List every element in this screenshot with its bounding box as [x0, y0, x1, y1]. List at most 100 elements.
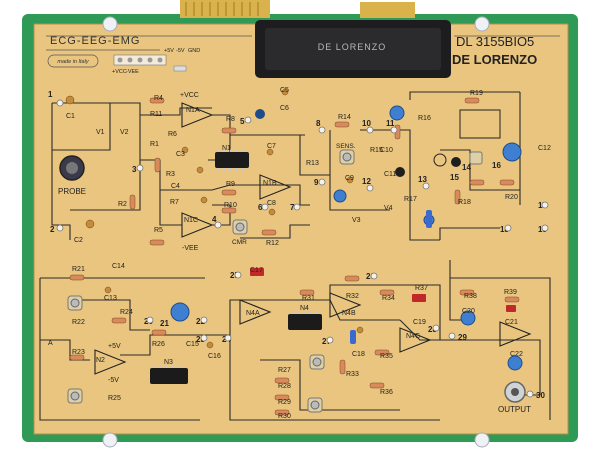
svg-text:9: 9 — [314, 178, 319, 187]
power-header: +VCC -VEE +5V -5V GND — [112, 48, 200, 75]
svg-text:C20: C20 — [462, 308, 475, 315]
blue-diodes — [350, 210, 432, 344]
svg-text:6: 6 — [258, 203, 263, 212]
svg-text:R18: R18 — [458, 199, 471, 206]
svg-text:R7: R7 — [170, 199, 179, 206]
svg-text:11: 11 — [386, 119, 395, 128]
connector-brand: DE LORENZO — [318, 42, 387, 52]
svg-text:GND: GND — [188, 48, 200, 54]
svg-text:R38: R38 — [464, 293, 477, 300]
svg-text:R23: R23 — [72, 349, 85, 356]
svg-text:R4: R4 — [154, 95, 163, 102]
ceramic-capacitors — [65, 88, 364, 349]
svg-text:V4: V4 — [384, 205, 393, 212]
ic-chips — [150, 152, 322, 384]
probe-socket[interactable] — [59, 155, 85, 181]
svg-text:C3: C3 — [176, 151, 185, 158]
svg-text:R8: R8 — [226, 116, 235, 123]
mount-stud — [102, 16, 118, 32]
svg-text:C18: C18 — [352, 351, 365, 358]
svg-text:C9: C9 — [345, 175, 354, 182]
svg-text:18: 18 — [500, 225, 509, 234]
model-number: DL 3155BIO5 — [456, 34, 534, 49]
svg-text:V2: V2 — [120, 129, 129, 136]
output-connector[interactable] — [504, 381, 526, 403]
svg-text:15: 15 — [450, 173, 459, 182]
svg-text:R33: R33 — [346, 371, 359, 378]
svg-text:R6: R6 — [168, 131, 177, 138]
svg-text:R34: R34 — [382, 295, 395, 302]
svg-text:R26: R26 — [152, 341, 165, 348]
svg-text:N4A: N4A — [246, 310, 260, 317]
svg-text:R12: R12 — [266, 240, 279, 247]
test-point-jacks[interactable] — [56, 99, 549, 398]
svg-text:N2: N2 — [96, 357, 105, 364]
svg-text:-5V: -5V — [176, 48, 185, 54]
svg-text:C17: C17 — [250, 267, 263, 274]
svg-text:1: 1 — [48, 90, 53, 99]
svg-text:+5V: +5V — [164, 48, 174, 54]
svg-text:30: 30 — [536, 391, 545, 400]
svg-text:R14: R14 — [338, 114, 351, 121]
svg-text:R20: R20 — [505, 194, 518, 201]
cmr-label: CMR — [232, 239, 247, 246]
svg-text:+VCC: +VCC — [180, 92, 199, 99]
svg-text:C8: C8 — [267, 200, 276, 207]
svg-text:16: 16 — [492, 161, 501, 170]
svg-text:N1C: N1C — [184, 217, 198, 224]
svg-text:22: 22 — [196, 317, 205, 326]
svg-text:R10: R10 — [224, 202, 237, 209]
svg-text:-VEE: -VEE — [126, 69, 139, 75]
svg-text:R32: R32 — [346, 293, 359, 300]
front-panel — [33, 23, 569, 435]
svg-text:C12: C12 — [538, 145, 551, 152]
op-amps — [94, 102, 532, 375]
svg-text:C4: C4 — [171, 183, 180, 190]
electrolytic-capacitors — [170, 105, 523, 371]
svg-text:8: 8 — [316, 119, 321, 128]
board-title: ECG-EEG-EMG — [50, 35, 140, 47]
svg-text:R5: R5 — [154, 227, 163, 234]
component-labels: C1 C2 C3 C4 C5 C6 C7 C8 C9 C10 C11 C12 C… — [48, 87, 551, 420]
optocoupler — [459, 109, 501, 139]
svg-text:R36: R36 — [380, 389, 393, 396]
svg-text:R27: R27 — [278, 367, 291, 374]
svg-text:R13: R13 — [306, 160, 319, 167]
svg-text:3: 3 — [132, 165, 137, 174]
svg-text:R16: R16 — [418, 115, 431, 122]
svg-text:27: 27 — [322, 337, 331, 346]
svg-text:C13: C13 — [104, 295, 117, 302]
svg-text:N3: N3 — [164, 359, 173, 366]
svg-text:C16: C16 — [208, 353, 221, 360]
svg-text:C2: C2 — [74, 237, 83, 244]
svg-text:N1: N1 — [222, 145, 231, 152]
sens-label: SENS. — [336, 143, 356, 150]
output-label: OUTPUT — [498, 405, 531, 414]
svg-text:5: 5 — [240, 117, 245, 126]
probe-label: PROBE — [58, 187, 86, 196]
red-components — [250, 268, 516, 312]
svg-text:C5: C5 — [280, 87, 289, 94]
svg-text:-5V: -5V — [108, 377, 119, 384]
svg-text:4: 4 — [212, 215, 217, 224]
svg-text:R29: R29 — [278, 399, 291, 406]
trimmer-pots[interactable] — [67, 149, 483, 413]
svg-text:R11: R11 — [150, 111, 162, 118]
resistor-bodies — [69, 97, 520, 416]
svg-text:R3: R3 — [166, 171, 175, 178]
svg-text:A: A — [48, 340, 53, 347]
svg-text:R17: R17 — [404, 196, 417, 203]
svg-text:C22: C22 — [510, 351, 523, 358]
svg-text:R35: R35 — [380, 353, 393, 360]
svg-text:R22: R22 — [72, 319, 85, 326]
svg-text:C7: C7 — [267, 143, 276, 150]
svg-text:R2: R2 — [118, 201, 127, 208]
svg-text:R24: R24 — [120, 309, 133, 316]
svg-text:C14: C14 — [112, 263, 125, 270]
schematic-traces — [39, 91, 551, 421]
svg-text:C6: C6 — [280, 105, 289, 112]
svg-text:+5V: +5V — [108, 343, 121, 350]
svg-text:+VCC: +VCC — [112, 69, 127, 75]
